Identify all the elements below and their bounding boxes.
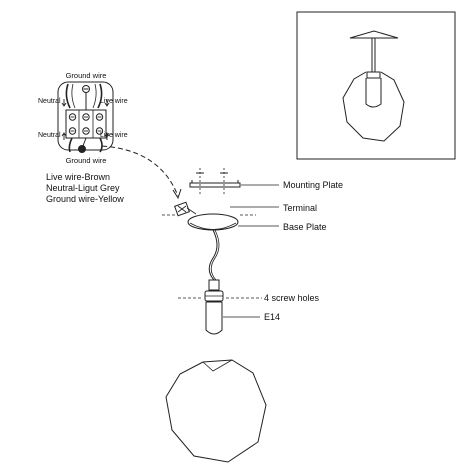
arrow-up-icon xyxy=(104,132,110,140)
socket-label: E14 xyxy=(264,312,280,322)
mounting-plate-bar xyxy=(189,182,241,188)
wire-color-legend: Live wire-Brown Neutral-Ligut Grey Groun… xyxy=(46,172,124,204)
ground-screw-bottom-icon xyxy=(78,145,86,153)
detail-connector-arrow xyxy=(101,145,179,197)
terminal-screw-icon xyxy=(95,127,104,135)
neutral-wire-top xyxy=(65,83,71,109)
ground-wire-top-label: Ground wire xyxy=(66,71,107,80)
base-plate-label: Base Plate xyxy=(283,222,327,232)
live-wire-top-label: Live wire xyxy=(100,98,128,105)
live-wire-top xyxy=(97,83,103,109)
preview-frame xyxy=(296,11,456,160)
terminal-screw-icon xyxy=(82,127,90,135)
terminal-screw-icon xyxy=(95,113,104,121)
legend-neutral: Neutral-Ligut Grey xyxy=(46,183,120,193)
ground-wire-bottom-label: Ground wire xyxy=(66,156,107,165)
mounting-plate: Mounting Plate xyxy=(189,168,343,196)
neutral-bottom-label: Neutral xyxy=(38,132,61,139)
cable-and-socket: 4 screw holes E14 xyxy=(178,229,320,335)
arrow-head-icon xyxy=(172,188,182,200)
arrow-down-icon xyxy=(61,99,67,107)
preview-canopy xyxy=(349,30,399,39)
terminal-icon xyxy=(174,201,190,217)
mounting-plate-label: Mounting Plate xyxy=(283,180,343,190)
assembled-lamp-preview xyxy=(296,11,456,160)
glass-shade xyxy=(165,359,267,463)
legend-live-wire: Live wire-Brown xyxy=(46,172,110,182)
screw-holes-label: 4 screw holes xyxy=(264,293,320,303)
e14-socket-icon xyxy=(205,301,223,335)
neutral-top-label: Neutral xyxy=(38,98,61,105)
preview-bulb xyxy=(365,78,382,108)
arrow-up-icon xyxy=(61,132,67,140)
power-cable xyxy=(208,229,218,281)
wiring-detail: Ground wire Ground wire Neutral Live wir… xyxy=(38,71,128,165)
live-wire-bottom-label: Live wire xyxy=(100,132,128,139)
neutral-wire-bottom xyxy=(68,137,73,153)
terminal-screw-icon xyxy=(82,113,90,121)
base-plate-assembly: Terminal Base Plate xyxy=(162,201,327,232)
live-wire-bottom xyxy=(99,137,103,153)
glass-shade-outline xyxy=(165,359,267,463)
legend-ground-wire: Ground wire-Yellow xyxy=(46,194,124,204)
preview-shade xyxy=(342,71,405,142)
base-plate-canopy xyxy=(187,213,239,231)
terminal-screw-icon xyxy=(68,127,77,135)
terminal-screw-icon xyxy=(68,113,77,121)
arrow-down-icon xyxy=(104,99,110,107)
terminal-label: Terminal xyxy=(283,203,317,213)
preview-cap xyxy=(366,71,381,79)
ground-screw-top-icon xyxy=(82,85,90,93)
shade-opening xyxy=(202,359,233,372)
cable-grip xyxy=(208,279,220,291)
